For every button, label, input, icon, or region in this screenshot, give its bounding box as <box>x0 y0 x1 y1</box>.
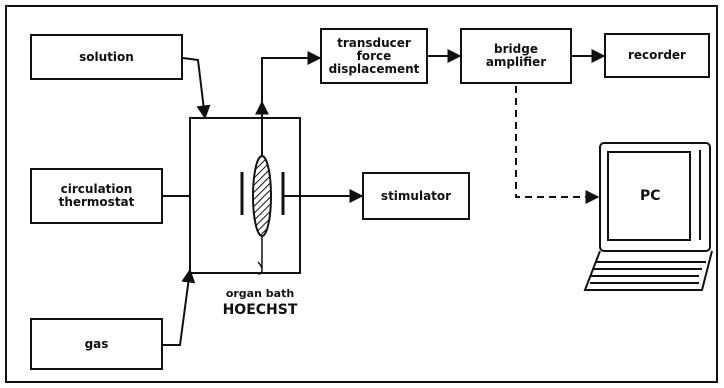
tissue-sample <box>253 156 271 236</box>
pc-label: PC <box>640 188 661 204</box>
transducer-block: transducer force displacement <box>320 28 428 84</box>
bridge-amplifier-block: bridge amplifier <box>460 28 572 84</box>
solution-block: solution <box>30 34 183 80</box>
organ-bath-label: organ bath HOECHST <box>205 286 315 319</box>
circulation-thermostat-block: circulation thermostat <box>30 168 163 224</box>
organ-bath-line1: organ bath <box>226 287 294 300</box>
pc-computer <box>585 143 712 290</box>
gas-block: gas <box>30 318 163 370</box>
organ-bath-line2: HOECHST <box>223 302 298 318</box>
recorder-block: recorder <box>604 33 710 78</box>
stimulator-block: stimulator <box>362 172 470 220</box>
